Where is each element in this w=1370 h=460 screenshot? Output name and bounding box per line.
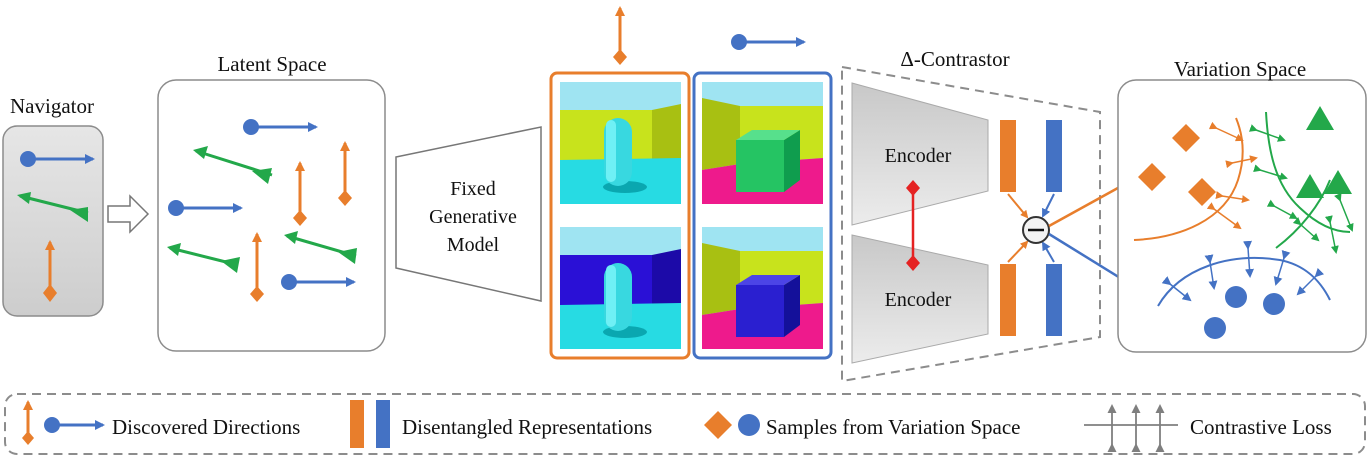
variation-space-label: Variation Space	[1174, 57, 1306, 81]
orange-direction-icon	[613, 6, 627, 65]
representation-bar-orange-top	[1000, 120, 1016, 192]
legend-contrastive-loss: Contrastive Loss	[1190, 415, 1332, 439]
representation-bar-blue-top	[1046, 120, 1062, 192]
green-contrastive-arrows	[1249, 124, 1354, 254]
generative-model-line2: Generative	[429, 206, 517, 228]
blue-sample	[1225, 286, 1247, 308]
latent-orange-direction	[250, 232, 264, 302]
latent-space-panel: Latent Space	[157, 52, 386, 352]
encoder-bottom	[851, 234, 989, 364]
legend-samples: Samples from Variation Space	[766, 415, 1020, 439]
green-sample	[1324, 170, 1352, 194]
orange-sample	[1138, 163, 1166, 191]
navigator-label: Navigator	[10, 94, 94, 118]
navigator-blue-direction	[20, 151, 95, 167]
legend-representations-icon	[350, 400, 390, 448]
blue-sample	[1204, 317, 1226, 339]
subtraction-node	[1022, 216, 1050, 244]
encoder-top-label: Encoder	[885, 145, 952, 167]
hollow-arrow	[107, 194, 150, 234]
generated-image-cube-blue	[702, 227, 823, 349]
encoder-top	[851, 82, 989, 226]
orange-sample	[1188, 178, 1216, 206]
generative-model-line1: Fixed	[450, 178, 496, 200]
orange-sample	[1172, 124, 1200, 152]
encoder-bottom-label: Encoder	[885, 289, 952, 311]
legend-dashed-box	[4, 393, 1366, 455]
variation-space-box	[1117, 79, 1367, 353]
blue-direction-icon	[731, 34, 806, 50]
latent-orange-direction	[338, 141, 352, 206]
latent-blue-direction	[243, 119, 318, 135]
latent-space-box	[157, 79, 386, 352]
generative-model-trapezoid	[395, 126, 542, 302]
navigator-box	[2, 125, 104, 317]
generated-image-cube-yellow	[702, 82, 823, 204]
generated-image-capsule-yellow	[560, 82, 681, 204]
latent-blue-direction	[168, 200, 243, 216]
legend-contrastive-loss-icon	[1084, 404, 1178, 452]
legend-samples-icon	[704, 411, 760, 439]
navigator-green-direction	[17, 192, 89, 222]
representation-bar-orange-bottom	[1000, 264, 1016, 336]
shared-weights-link	[906, 180, 920, 271]
orange-contrastive-arrows	[1206, 121, 1258, 230]
contrastor-dashed-outline	[841, 65, 1101, 383]
latent-green-direction	[167, 243, 240, 273]
blue-contrastive-arrows	[1161, 240, 1325, 302]
green-sample	[1306, 106, 1334, 130]
green-sample	[1296, 174, 1324, 198]
navigator-orange-direction	[43, 240, 57, 302]
generated-image-capsule-blue	[560, 227, 681, 349]
green-cluster-curve-b	[1275, 179, 1331, 249]
blue-sample	[1263, 293, 1285, 315]
contrastor-title: Δ-Contrastor	[900, 47, 1009, 71]
generative-model-line3: Model	[447, 234, 500, 256]
latent-blue-direction	[281, 274, 356, 290]
latent-orange-direction	[293, 161, 307, 226]
legend-disentangled-representations: Disentangled Representations	[402, 415, 652, 439]
legend: Discovered Directions Disentangled Repre…	[4, 393, 1366, 455]
latent-green-direction	[284, 231, 357, 264]
latent-green-direction	[193, 146, 273, 184]
legend-discovered-directions-icon	[22, 400, 105, 445]
legend-discovered-directions: Discovered Directions	[112, 415, 300, 439]
contrastor-panel: Δ-Contrastor Encoder Encoder	[841, 47, 1101, 383]
representation-bar-blue-bottom	[1046, 264, 1062, 336]
navigator-panel: Navigator	[2, 94, 104, 317]
variation-space-panel: Variation Space	[1117, 57, 1367, 353]
generative-model: Fixed Generative Model	[395, 126, 542, 302]
latent-space-label: Latent Space	[217, 52, 326, 76]
